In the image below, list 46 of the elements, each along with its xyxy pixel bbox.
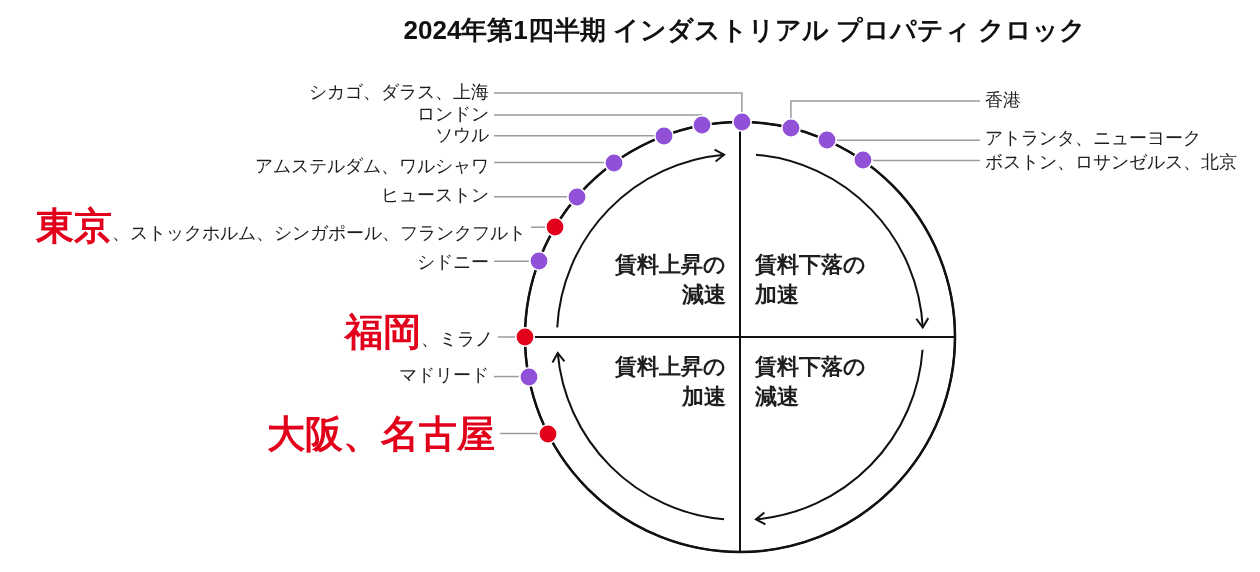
city-label: 香港 <box>980 91 1026 111</box>
dot-icon <box>691 115 712 136</box>
dot-icon <box>852 150 873 171</box>
dot-icon <box>515 327 535 347</box>
quadrant-label: 賃料下落の加速 <box>755 251 867 309</box>
dot-icon <box>518 366 539 387</box>
leader-line <box>493 114 703 117</box>
city-label: アムステルダム、ワルシャワ <box>250 157 494 177</box>
leader-line <box>530 226 546 228</box>
quadrant-label: 賃料下落の減速 <box>755 353 867 411</box>
diagram-title: 2024年第1四半期 インダストリアル プロパティ クロック <box>402 14 1088 46</box>
leader-line <box>493 260 530 263</box>
quadrant-label: 賃料上昇の加速 <box>614 353 726 411</box>
leader-line <box>497 336 516 338</box>
leader-line <box>493 161 605 164</box>
quadrant-sector <box>740 337 955 552</box>
dot-icon <box>604 152 625 173</box>
city-label: 福岡、ミラノ <box>340 313 498 351</box>
dot-icon <box>537 423 558 444</box>
city-label: シドニー <box>412 253 494 273</box>
dot-icon <box>780 118 801 139</box>
city-label: アトランタ、ニューヨーク <box>980 129 1206 149</box>
leader-line <box>493 375 520 378</box>
city-label: ボストン、ロサンゼルス、北京 <box>980 153 1242 173</box>
dot-icon <box>731 112 752 132</box>
clock-circle <box>525 122 955 552</box>
dot-icon <box>816 130 837 151</box>
leader-line <box>493 92 743 113</box>
leader-line <box>871 159 981 162</box>
leader-line <box>790 100 981 119</box>
leader-line <box>499 432 539 435</box>
dot-icon <box>528 251 549 272</box>
city-label: ロンドン <box>412 105 494 125</box>
city-label: 大阪、名古屋 <box>262 415 500 453</box>
city-label: 東京、ストックホルム、シンガポール、フランクフルト <box>31 207 531 245</box>
leader-line <box>836 139 981 142</box>
city-label: ヒューストン <box>376 186 494 206</box>
quadrant-label: 賃料上昇の減速 <box>614 251 726 309</box>
leader-line <box>493 196 568 198</box>
city-label: ソウル <box>430 126 494 146</box>
city-label: マドリード <box>394 366 494 386</box>
dot-icon <box>654 125 675 146</box>
dot-icon <box>567 186 587 207</box>
leader-line <box>493 135 656 137</box>
city-label: シカゴ、ダラス、上海 <box>304 83 494 103</box>
dot-icon <box>545 217 566 238</box>
